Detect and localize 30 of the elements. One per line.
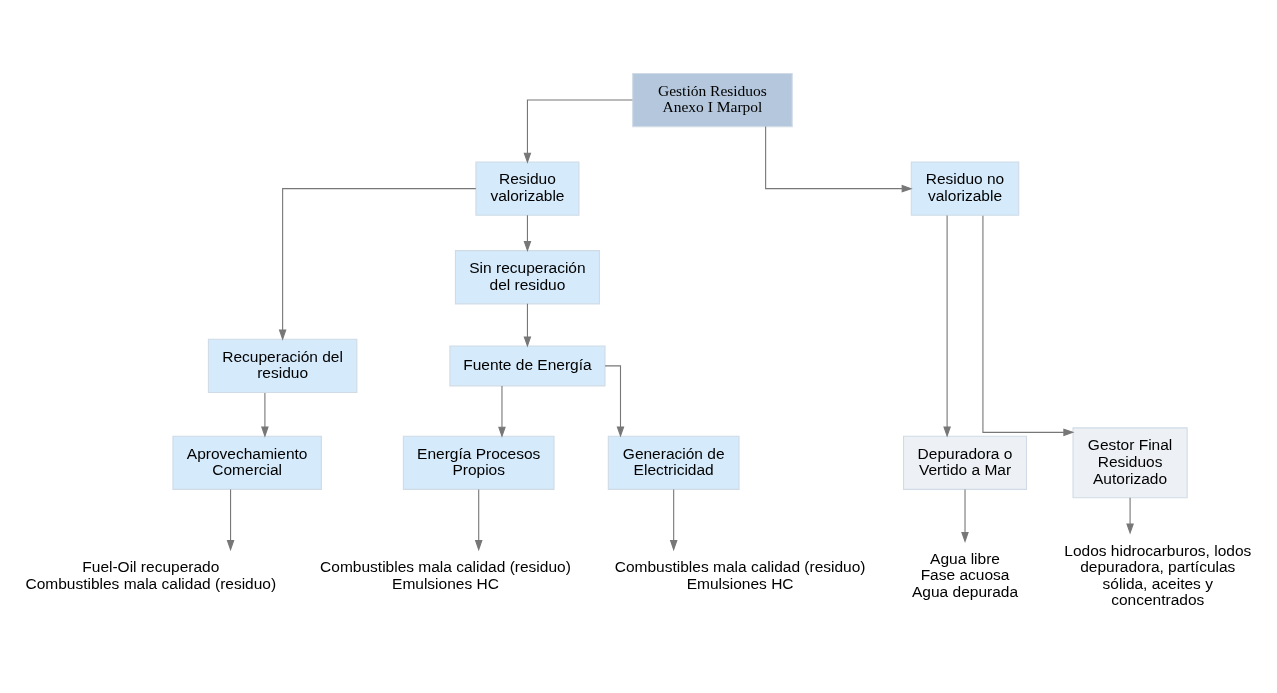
node-box: Fuente de Energía <box>449 345 606 387</box>
node-box: Depuradora o Vertido a Mar <box>903 435 1028 490</box>
node-box: Recuperación del residuo <box>207 338 358 394</box>
node-box: Residuo no valorizable <box>910 161 1020 216</box>
node-box: Generación de Electricidad <box>607 435 740 490</box>
node-box: Residuo valorizable <box>475 161 580 216</box>
node-text: Combustibles mala calidad (residuo) Emulsiones HC <box>614 558 866 592</box>
arrow <box>498 385 506 438</box>
arrow <box>523 99 633 164</box>
node-box: Gestor Final Residuos Autorizado <box>1072 427 1188 499</box>
arrow <box>474 488 483 552</box>
arrow <box>226 488 235 552</box>
node-box: Gestión Residuos Anexo I Marpol <box>632 72 793 128</box>
node-box: Sin recuperación del residuo <box>454 250 600 305</box>
arrow <box>765 126 913 193</box>
node-box: Aprovechamiento Comercial <box>172 435 322 490</box>
arrow <box>669 488 678 552</box>
arrow <box>982 215 1075 437</box>
arrow <box>261 392 269 438</box>
node-text: Combustibles mala calidad (residuo) Emulsiones HC <box>320 558 571 592</box>
arrow <box>523 214 532 253</box>
arrow <box>1126 497 1134 535</box>
node-text: Agua libre Fase acuosa Agua depurada <box>912 549 1019 601</box>
arrow <box>943 214 951 438</box>
arrow <box>278 188 477 341</box>
arrow <box>523 303 532 348</box>
node-box: Energía Procesos Propios <box>402 435 555 490</box>
node-text: Lodos hidrocarburos, lodos depuradora, partículas sólida, aceites y concentrados <box>1064 541 1252 609</box>
arrow <box>961 488 969 543</box>
node-text: Fuel-Oil recuperado Combustibles mala calidad (residuo) <box>25 558 277 592</box>
